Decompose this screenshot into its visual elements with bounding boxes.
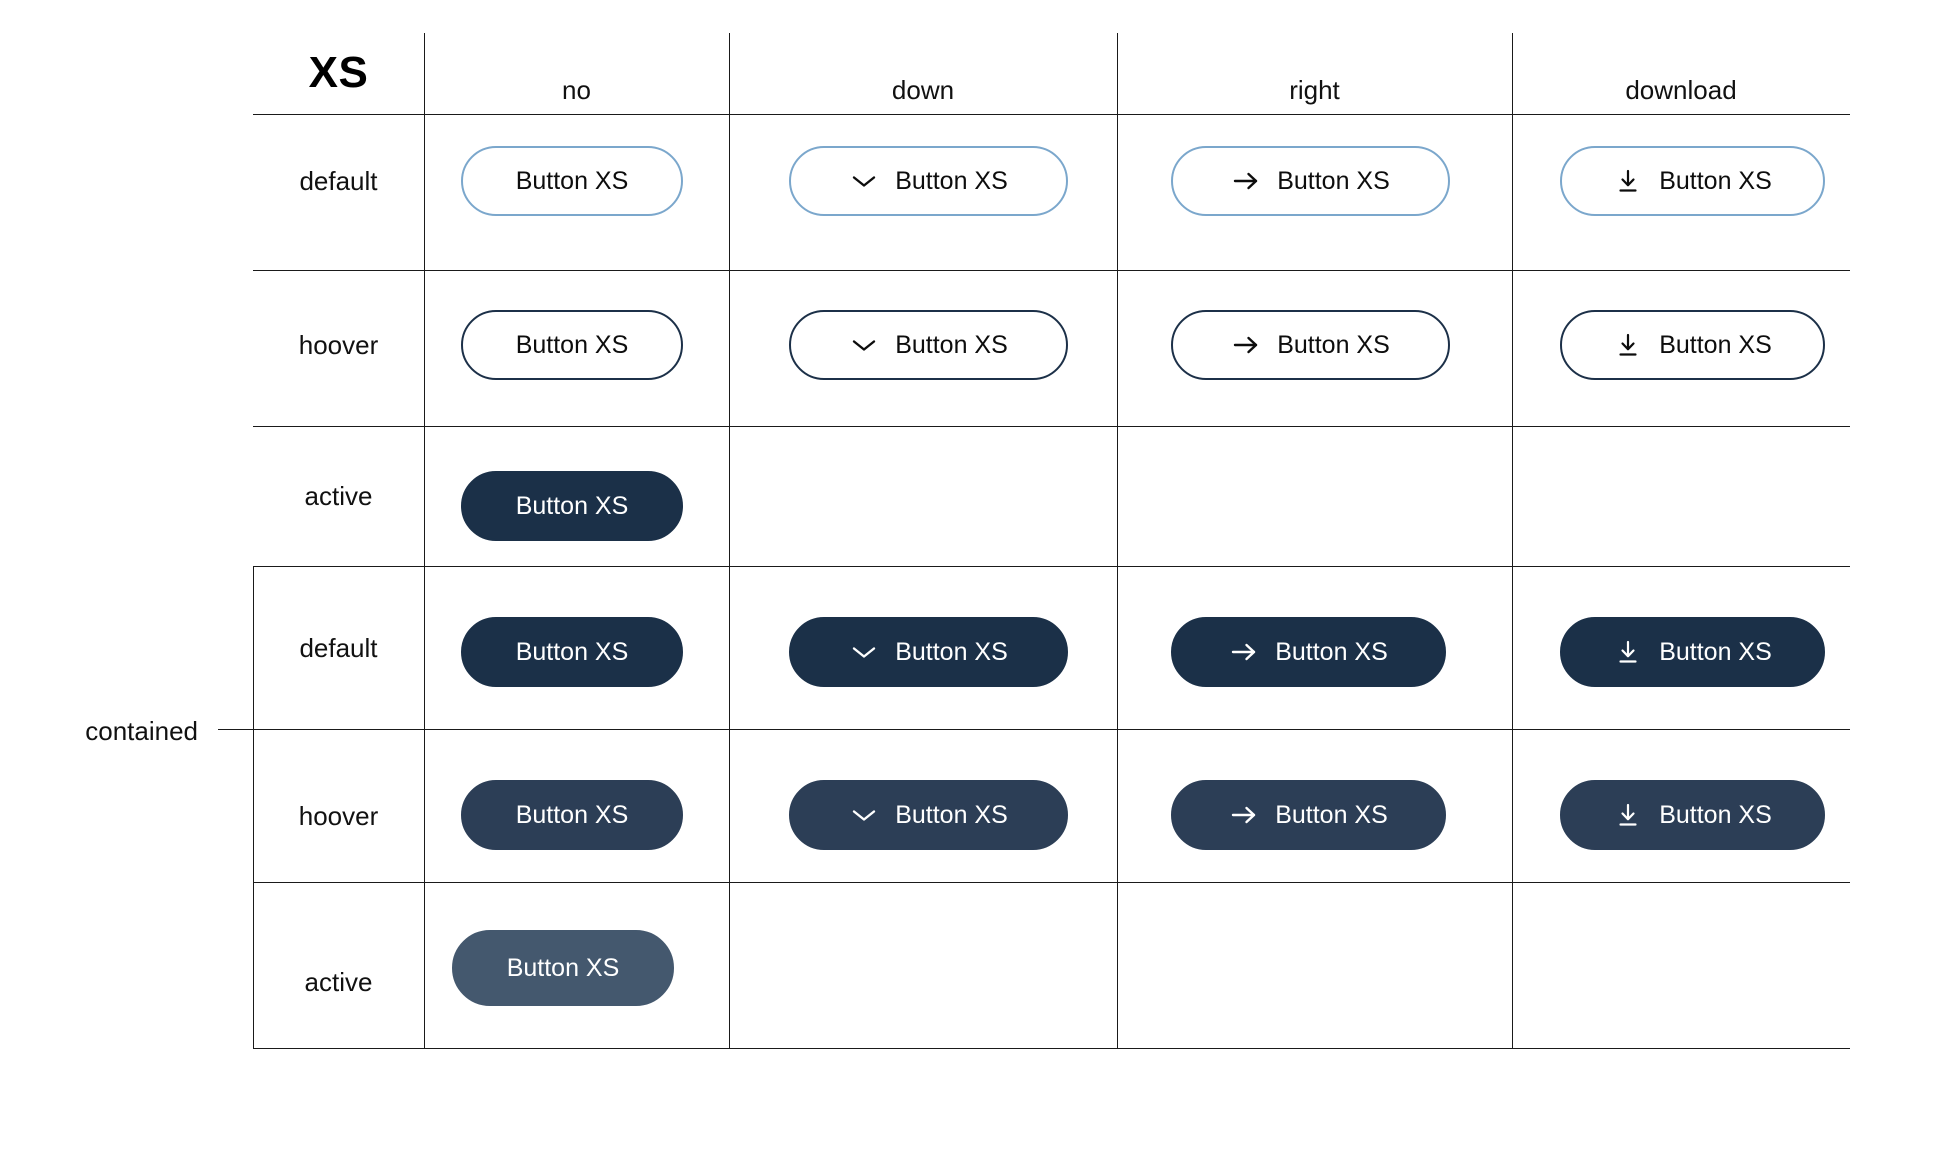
grid-line-header-bottom (253, 114, 1850, 115)
download-icon (1613, 330, 1643, 360)
button-label: Button XS (1275, 800, 1388, 829)
button-label: Button XS (1659, 330, 1772, 359)
button-label: Button XS (1659, 637, 1772, 666)
grid-line-col-2 (729, 33, 730, 1049)
button-contained-hoover-download[interactable]: Button XS (1560, 780, 1825, 850)
button-outlined-hoover-down[interactable]: Button XS (789, 310, 1068, 380)
arrow-right-icon (1231, 166, 1261, 196)
row-header-contained-hoover: hoover (298, 801, 379, 831)
grid-line-row-3 (253, 566, 1850, 567)
column-header-download: download (1625, 75, 1737, 105)
download-icon (1613, 166, 1643, 196)
button-label: Button XS (895, 637, 1008, 666)
row-header-outlined-default: default (299, 166, 378, 196)
button-outlined-hoover-no[interactable]: Button XS (461, 310, 683, 380)
button-label: Button XS (506, 953, 620, 982)
page-title: XS (308, 48, 369, 97)
button-label: Button XS (1277, 330, 1390, 359)
button-label: Button XS (515, 491, 629, 520)
chevron-down-icon (849, 800, 879, 830)
grid-line-col-0 (253, 566, 254, 1049)
row-header-outlined-active: active (304, 481, 373, 511)
button-contained-default-down[interactable]: Button XS (789, 617, 1068, 687)
row-header-contained-default: default (299, 633, 378, 663)
download-icon (1613, 800, 1643, 830)
chevron-down-icon (849, 166, 879, 196)
grid-line-row-1 (253, 270, 1850, 271)
chevron-down-icon (849, 637, 879, 667)
button-label: Button XS (515, 166, 629, 195)
button-label: Button XS (1659, 166, 1772, 195)
column-header-no: no (562, 75, 591, 105)
button-outlined-hoover-right[interactable]: Button XS (1171, 310, 1450, 380)
download-icon (1613, 637, 1643, 667)
grid-line-row-4 (218, 729, 1850, 730)
button-outlined-default-right[interactable]: Button XS (1171, 146, 1450, 216)
arrow-right-icon (1229, 800, 1259, 830)
button-label: Button XS (515, 637, 629, 666)
row-header-contained-active: active (304, 967, 373, 997)
button-contained-hoover-right[interactable]: Button XS (1171, 780, 1446, 850)
button-outlined-hoover-download[interactable]: Button XS (1560, 310, 1825, 380)
button-outlined-active-no[interactable]: Button XS (461, 471, 683, 541)
button-label: Button XS (1659, 800, 1772, 829)
column-header-right: right (1289, 75, 1340, 105)
button-label: Button XS (1275, 637, 1388, 666)
button-label: Button XS (895, 330, 1008, 359)
button-contained-hoover-down[interactable]: Button XS (789, 780, 1068, 850)
arrow-right-icon (1231, 330, 1261, 360)
button-label: Button XS (895, 166, 1008, 195)
grid-line-table-bottom (253, 1048, 1850, 1049)
button-label: Button XS (515, 330, 629, 359)
arrow-right-icon (1229, 637, 1259, 667)
grid-line-col-4 (1512, 33, 1513, 1049)
button-outlined-default-no[interactable]: Button XS (461, 146, 683, 216)
button-contained-default-download[interactable]: Button XS (1560, 617, 1825, 687)
group-label-contained: contained (85, 716, 198, 746)
chevron-down-icon (849, 330, 879, 360)
grid-line-col-3 (1117, 33, 1118, 1049)
row-header-outlined-hoover: hoover (298, 330, 379, 360)
grid-line-row-5 (253, 882, 1850, 883)
button-contained-hoover-no[interactable]: Button XS (461, 780, 683, 850)
button-contained-default-no[interactable]: Button XS (461, 617, 683, 687)
button-outlined-default-download[interactable]: Button XS (1560, 146, 1825, 216)
button-outlined-default-down[interactable]: Button XS (789, 146, 1068, 216)
grid-line-row-2 (253, 426, 1850, 427)
button-contained-default-right[interactable]: Button XS (1171, 617, 1446, 687)
button-label: Button XS (895, 800, 1008, 829)
button-label: Button XS (1277, 166, 1390, 195)
column-header-down: down (891, 75, 955, 105)
button-contained-active-no[interactable]: Button XS (452, 930, 674, 1006)
button-label: Button XS (515, 800, 629, 829)
grid-line-col-1 (424, 33, 425, 1049)
